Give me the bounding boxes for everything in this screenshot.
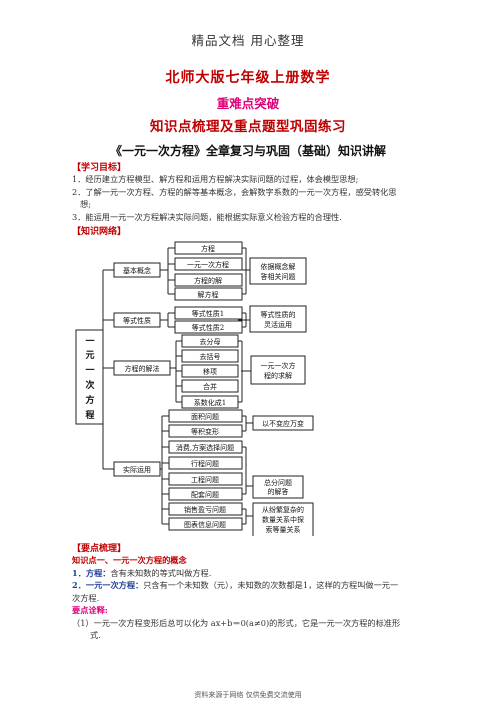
application-item: 配套问题 bbox=[191, 490, 219, 499]
application-item: 工程问题 bbox=[191, 475, 219, 484]
topic-title: 知识点梳理及重点题型巩固练习 bbox=[150, 119, 346, 135]
property-note: 等式性质的 bbox=[261, 310, 296, 319]
solve-step: 系数化成1 bbox=[194, 398, 226, 407]
sales-note: 数量关系中探 bbox=[262, 515, 304, 524]
page-footer: 资料来源于网络 仅供免费交流使用 bbox=[194, 691, 302, 699]
points-heading: 【要点梳理】 bbox=[72, 544, 127, 554]
root-char: 元 bbox=[85, 350, 94, 361]
application-item: 图表信息问题 bbox=[184, 520, 226, 529]
concept-item: 方程 bbox=[201, 244, 215, 253]
concept-item: 一元一次方程 bbox=[187, 260, 229, 269]
sub-title: 重难点突破 bbox=[216, 96, 280, 111]
solve-note: 程的求解 bbox=[264, 371, 292, 380]
property-item: 等式性质2 bbox=[192, 323, 224, 332]
explain-label: 要点诠释: bbox=[72, 605, 108, 615]
goal-item: 1．经历建立方程模型、解方程和运用方程解决实际问题的过程，体会模型思想; bbox=[72, 174, 359, 184]
property-note: 灵活运用 bbox=[264, 320, 292, 329]
root-char: 一 bbox=[85, 337, 94, 347]
solve-step: 合并 bbox=[203, 382, 217, 391]
concept-note: 答相关问题 bbox=[261, 272, 296, 281]
goals-list: 1．经历建立方程模型、解方程和运用方程解决实际问题的过程，体会模型思想; 2．了… bbox=[72, 173, 432, 223]
root-box bbox=[75, 329, 104, 425]
branch-label: 方程的解法 bbox=[125, 364, 160, 373]
goals-heading: 【学习目标】 bbox=[72, 163, 127, 173]
application-item: 行程问题 bbox=[191, 459, 219, 468]
branch-label: 实际运用 bbox=[123, 465, 151, 474]
goal-item: 2．了解一元一次方程、方程的解等基本概念，会解数字系数的一元一次方程，感受转化思 bbox=[72, 186, 397, 197]
application-item: 消费,方案选择问题 bbox=[176, 443, 234, 452]
sales-note: 从纷繁复杂的 bbox=[262, 505, 304, 514]
def2-label: 2．一元一次方程： bbox=[72, 580, 144, 590]
def2-text: 只含有一个未知数（元），未知数的次数都是1，这样的方程叫做一元一 bbox=[143, 580, 399, 590]
root-char: 程 bbox=[85, 409, 94, 421]
concept-item: 方程的解 bbox=[194, 276, 222, 285]
sales-note: 索等量关系 bbox=[266, 525, 301, 534]
solve-step: 去分母 bbox=[200, 337, 221, 346]
app-note: 总分问题 bbox=[264, 478, 292, 487]
root-char: 方 bbox=[85, 394, 94, 406]
explain-cont: 式. bbox=[90, 630, 101, 640]
property-item: 等式性质1 bbox=[192, 309, 224, 318]
def1-label: 1．方程： bbox=[72, 567, 111, 578]
def2-cont: 次方程. bbox=[72, 592, 100, 603]
application-item: 面积问题 bbox=[191, 412, 219, 421]
goal-item: 想; bbox=[80, 199, 91, 209]
branch-label: 基本概念 bbox=[123, 266, 151, 275]
branch-label: 等式性质 bbox=[123, 316, 151, 325]
solve-step: 去括号 bbox=[200, 352, 221, 361]
solve-step: 移项 bbox=[203, 367, 217, 376]
lesson-title: 《一元一次方程》全章复习与巩固（基础）知识讲解 bbox=[109, 144, 386, 158]
network-heading: 【知识网络】 bbox=[72, 227, 127, 237]
point1-title: 知识点一、一元一次方程的概念 bbox=[72, 555, 187, 565]
concept-item: 解方程 bbox=[198, 290, 219, 299]
points-section: 知识点一、一元一次方程的概念 1．方程：含有未知数的等式叫做方程. 2．一元一次… bbox=[72, 554, 432, 642]
goal-item: 3．能运用一元一次方程解决实际问题，能根据实际意义检验方程的合理性. bbox=[72, 211, 342, 222]
knowledge-network-diagram: 一 元 一 次 方 程 基本概念 等式性质 方程的解法 实际运用 方程 一元一次… bbox=[75, 241, 314, 536]
explain-text: （1）一元一次方程变形后总可以化为 ax+b＝0(a≠0)的形式，它是一元一次方… bbox=[72, 617, 401, 628]
application-item: 等积变形 bbox=[191, 427, 219, 436]
app-note: 的解答 bbox=[268, 487, 289, 496]
main-title: 北师大版七年级上册数学 bbox=[165, 70, 331, 86]
application-item: 销售盈亏问题 bbox=[184, 505, 226, 514]
area-note: 以不变应万变 bbox=[262, 419, 304, 428]
root-char: 次 bbox=[85, 379, 94, 391]
page-header: 精品文档 用心整理 bbox=[191, 33, 305, 48]
concept-note: 依据概念解 bbox=[261, 262, 296, 271]
solve-note: 一元一次方 bbox=[261, 361, 296, 370]
def1-text: 含有未知数的等式叫做方程. bbox=[110, 567, 212, 578]
root-char: 一 bbox=[85, 366, 94, 376]
